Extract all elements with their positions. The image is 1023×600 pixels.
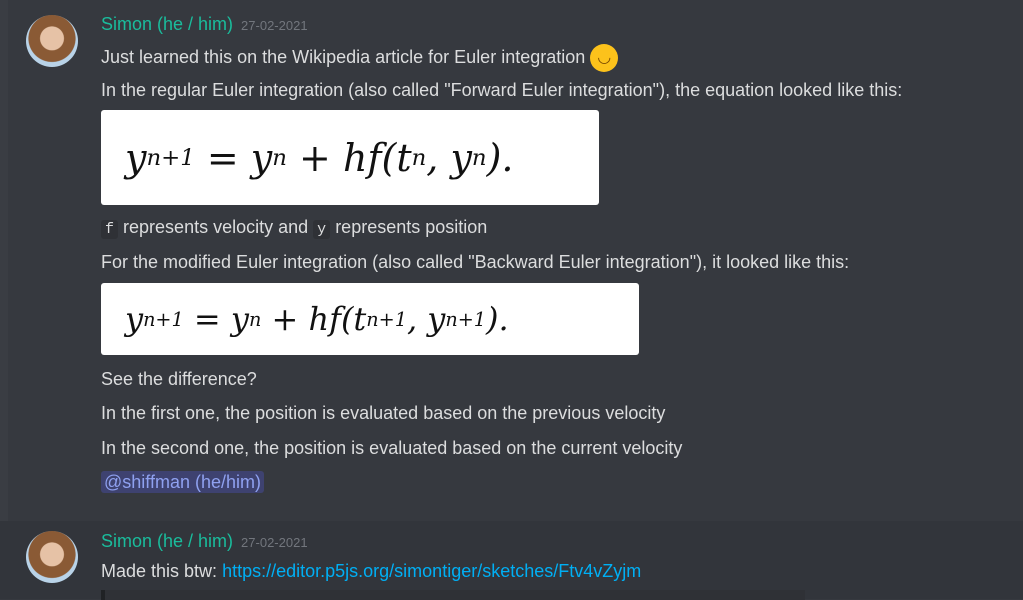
- message-line: Just learned this on the Wikipedia artic…: [101, 44, 619, 72]
- timestamp: 27-02-2021: [241, 18, 308, 33]
- author-name[interactable]: Simon (he / him): [101, 531, 234, 551]
- timestamp: 27-02-2021: [241, 535, 308, 550]
- inline-code: y: [313, 220, 331, 239]
- eq-part: + hf(t: [271, 300, 367, 338]
- eq-part: + hf(t: [299, 135, 412, 180]
- message-2-background: [0, 521, 1023, 599]
- eq-part: = y: [206, 135, 273, 180]
- message-line: In the first one, the position is evalua…: [101, 403, 666, 423]
- eq-sub: n: [248, 307, 262, 331]
- line-text: represents velocity and: [123, 217, 309, 237]
- message-line: For the modified Euler integration (also…: [101, 252, 850, 272]
- message-line: In the second one, the position is evalu…: [101, 438, 683, 458]
- eq-sub: n+1: [445, 307, 487, 331]
- inline-code: f: [101, 220, 119, 239]
- message-line: Made this btw: https://editor.p5js.org/s…: [101, 561, 641, 582]
- eq-part: , y: [406, 300, 446, 338]
- eq-part: ).: [486, 135, 514, 180]
- eq-part: y: [125, 300, 144, 338]
- eq-part: , y: [426, 135, 472, 180]
- eq-sub: n+1: [143, 307, 184, 331]
- avatar[interactable]: [26, 531, 78, 583]
- eq-part: ).: [486, 300, 509, 338]
- eq-sub: n: [411, 144, 427, 171]
- message-hover-edge: [0, 0, 8, 521]
- avatar[interactable]: [26, 15, 78, 67]
- line-text: Just learned this on the Wikipedia artic…: [101, 46, 586, 67]
- author-name[interactable]: Simon (he / him): [101, 14, 234, 34]
- message-line: f represents velocity and y represents p…: [101, 217, 488, 239]
- message-line: In the regular Euler integration (also c…: [101, 80, 903, 100]
- message-header: Simon (he / him) 27-02-2021: [101, 531, 308, 552]
- eq-part: y: [125, 135, 147, 180]
- sketch-link[interactable]: https://editor.p5js.org/simontiger/sketc…: [222, 561, 642, 581]
- eq-part: = y: [193, 300, 249, 338]
- eq-sub: n: [471, 144, 487, 171]
- message-line: See the difference?: [101, 369, 257, 389]
- line-text: represents position: [335, 217, 488, 237]
- message-header: Simon (he / him) 27-02-2021: [101, 14, 308, 35]
- line-text: Made this btw:: [101, 561, 218, 581]
- slightly-smiling-face-icon: ◡: [590, 44, 619, 72]
- message-line: @shiffman (he/him): [101, 471, 264, 493]
- eq-sub: n+1: [146, 144, 195, 171]
- user-mention[interactable]: @shiffman (he/him): [101, 471, 264, 493]
- eq-sub: n+1: [366, 307, 407, 331]
- link-embed[interactable]: [101, 590, 805, 600]
- eq-sub: n: [272, 144, 287, 171]
